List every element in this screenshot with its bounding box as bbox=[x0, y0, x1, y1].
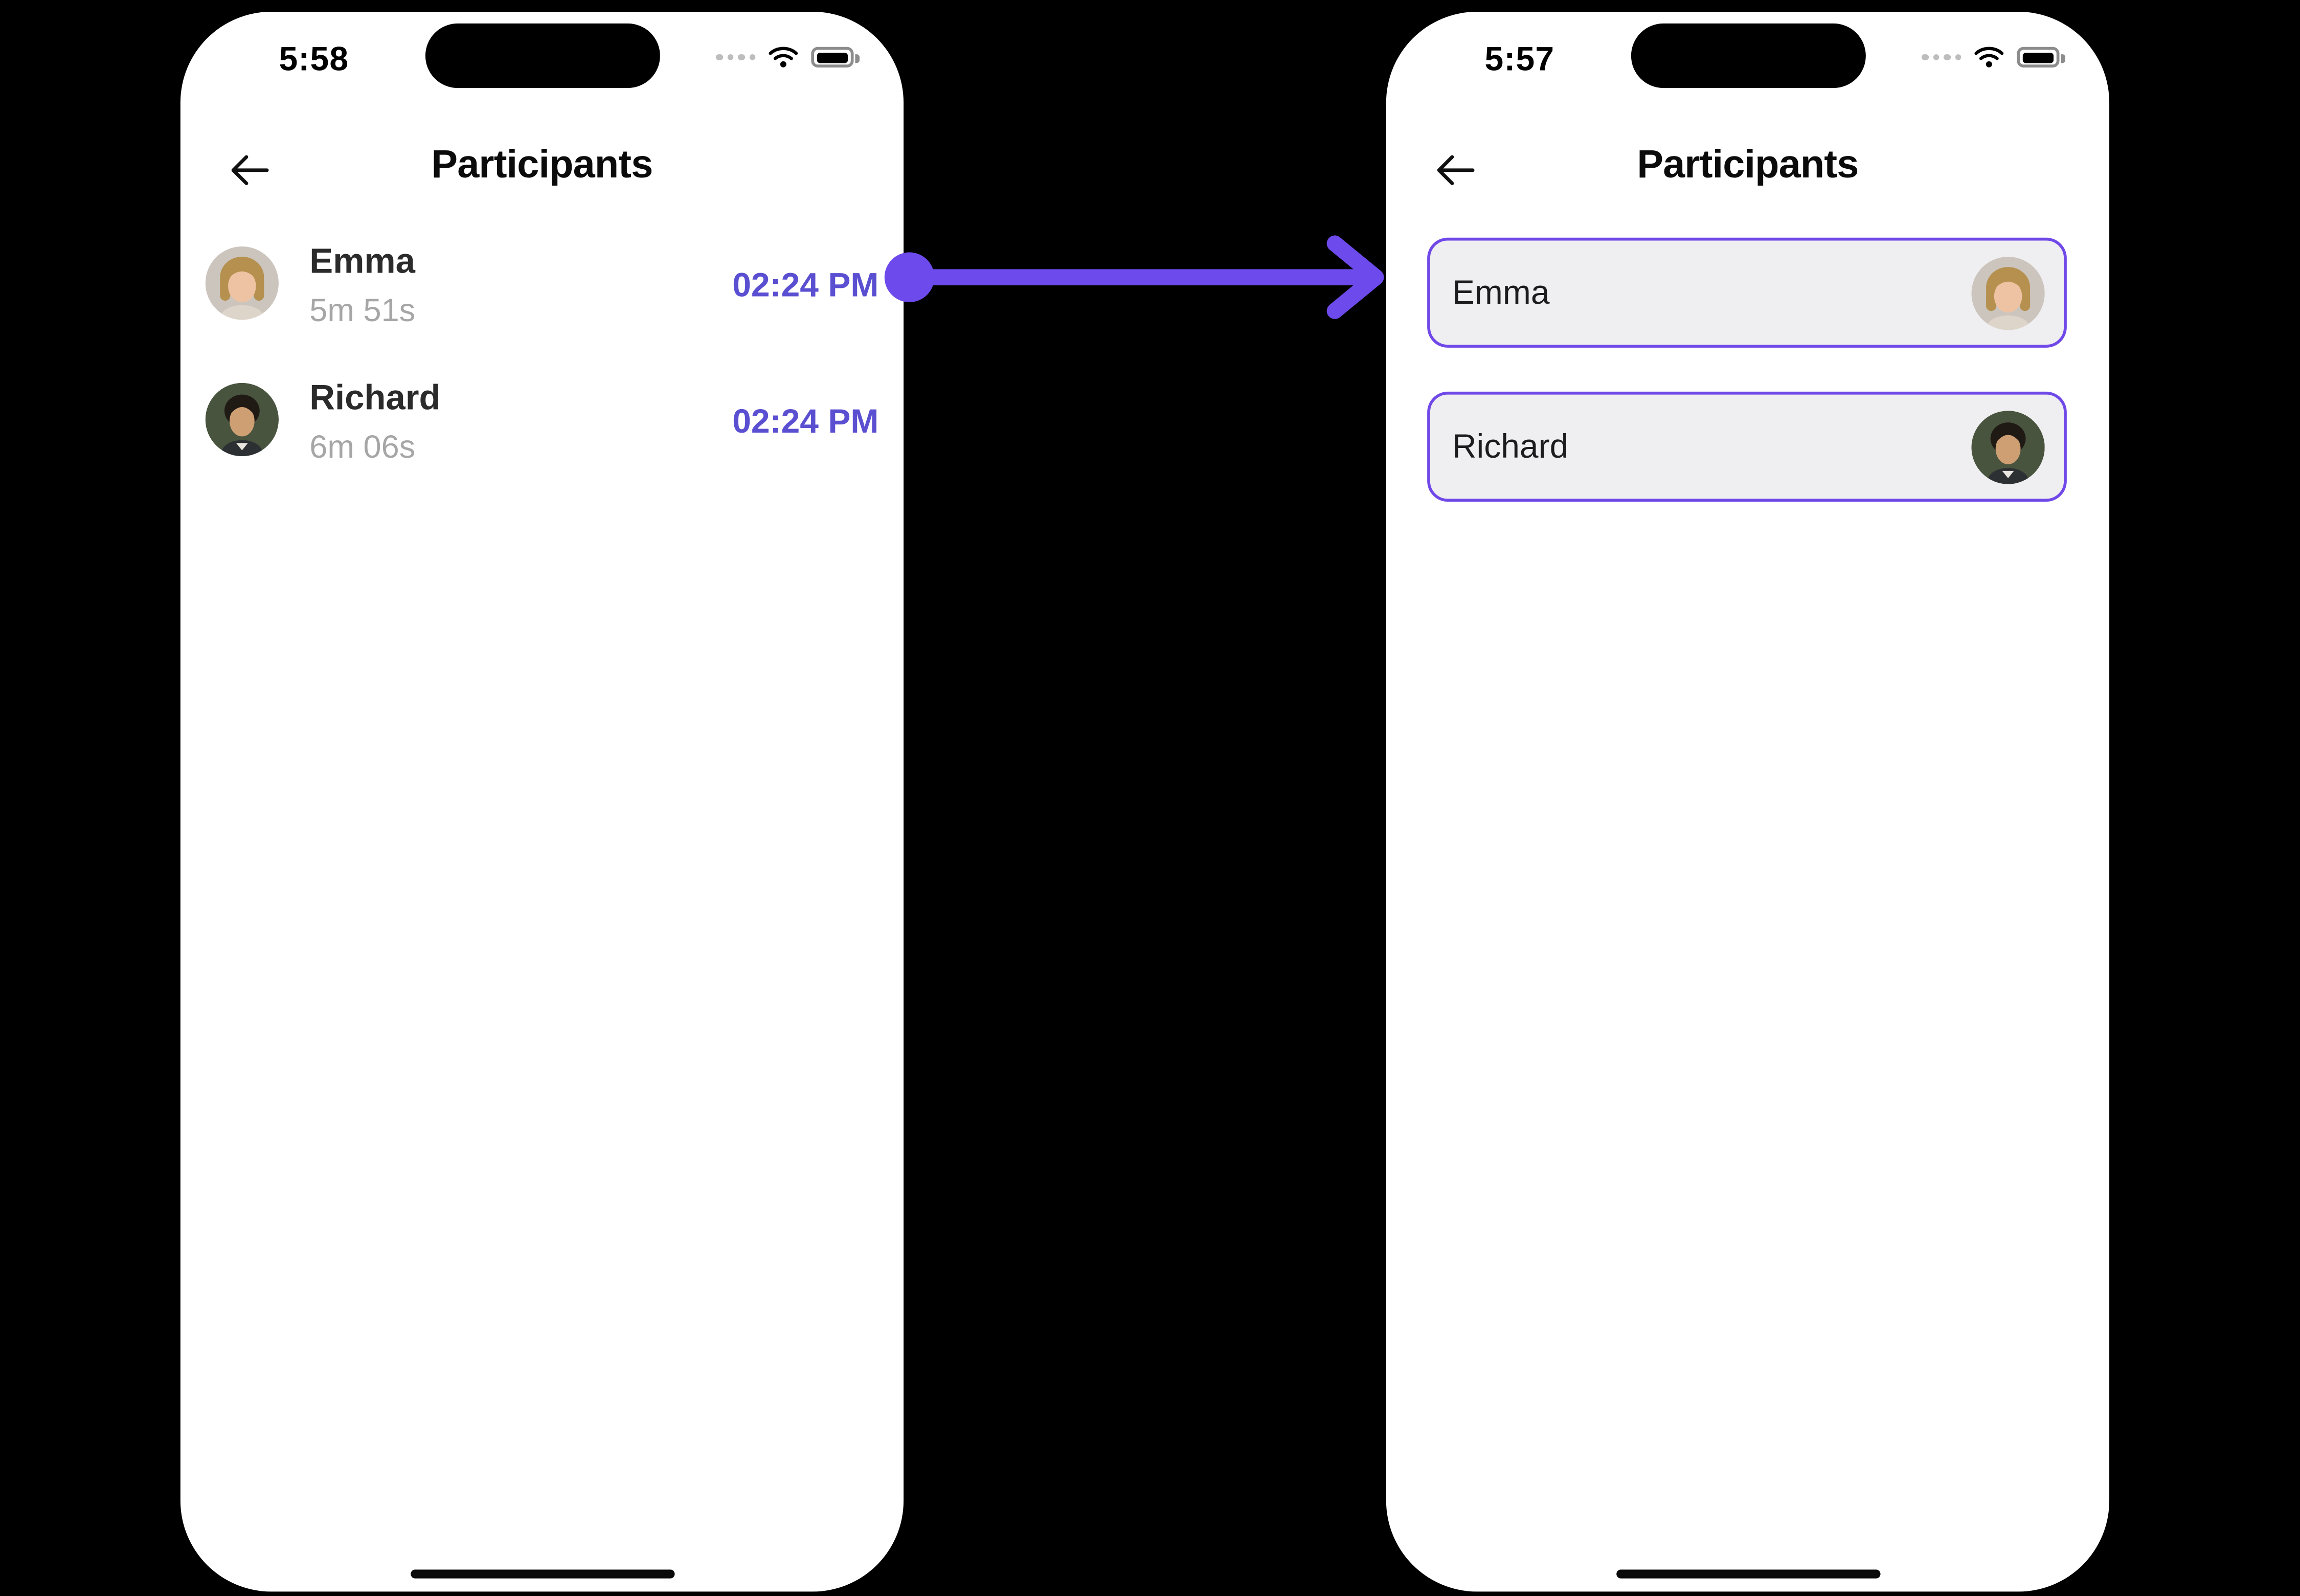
participant-name: Richard bbox=[1452, 426, 1569, 465]
participant-name: Emma bbox=[1452, 273, 1550, 311]
status-icons bbox=[1921, 46, 2065, 69]
participant-row-emma[interactable]: Emma 5m 51s 02:24 PM bbox=[181, 242, 904, 343]
back-button[interactable] bbox=[1424, 141, 1485, 202]
wifi-icon bbox=[767, 46, 799, 69]
home-indicator bbox=[1615, 1569, 1880, 1579]
participant-name: Emma bbox=[309, 242, 415, 282]
participant-card-emma[interactable]: Emma bbox=[1427, 237, 2067, 348]
status-time: 5:58 bbox=[279, 39, 349, 78]
emma-avatar bbox=[1971, 256, 2045, 330]
battery-full-icon bbox=[811, 47, 860, 68]
dynamic-island bbox=[424, 23, 660, 88]
signal-dots-icon bbox=[1921, 54, 1961, 61]
richard-avatar bbox=[1971, 410, 2045, 484]
participant-duration: 6m 06s bbox=[309, 428, 416, 465]
dynamic-island bbox=[1630, 23, 1865, 88]
page-title: Participants bbox=[431, 142, 653, 187]
battery-full-icon bbox=[2017, 47, 2065, 68]
participant-row-richard[interactable]: Richard 6m 06s 02:24 PM bbox=[181, 378, 904, 480]
participant-card-richard[interactable]: Richard bbox=[1427, 391, 2067, 502]
arrow-left-icon bbox=[1433, 150, 1477, 193]
signal-dots-icon bbox=[715, 54, 756, 61]
status-time: 5:57 bbox=[1484, 39, 1555, 78]
back-button[interactable] bbox=[218, 141, 280, 202]
participant-duration: 5m 51s bbox=[309, 291, 416, 329]
wifi-icon bbox=[1973, 46, 2005, 69]
arrow-right-icon bbox=[884, 235, 1384, 319]
status-icons bbox=[715, 46, 860, 69]
arrow-left-icon bbox=[228, 150, 272, 193]
emma-avatar bbox=[205, 246, 279, 320]
phone-right: 5:57 Par bbox=[1386, 11, 2110, 1592]
participant-join-time: 02:24 PM bbox=[732, 265, 879, 304]
participant-name: Richard bbox=[309, 378, 441, 418]
page-title: Participants bbox=[1637, 142, 1859, 187]
phone-left: 5:58 Par bbox=[180, 11, 904, 1592]
richard-avatar bbox=[205, 383, 279, 457]
home-indicator bbox=[410, 1569, 674, 1579]
participant-join-time: 02:24 PM bbox=[732, 401, 879, 440]
